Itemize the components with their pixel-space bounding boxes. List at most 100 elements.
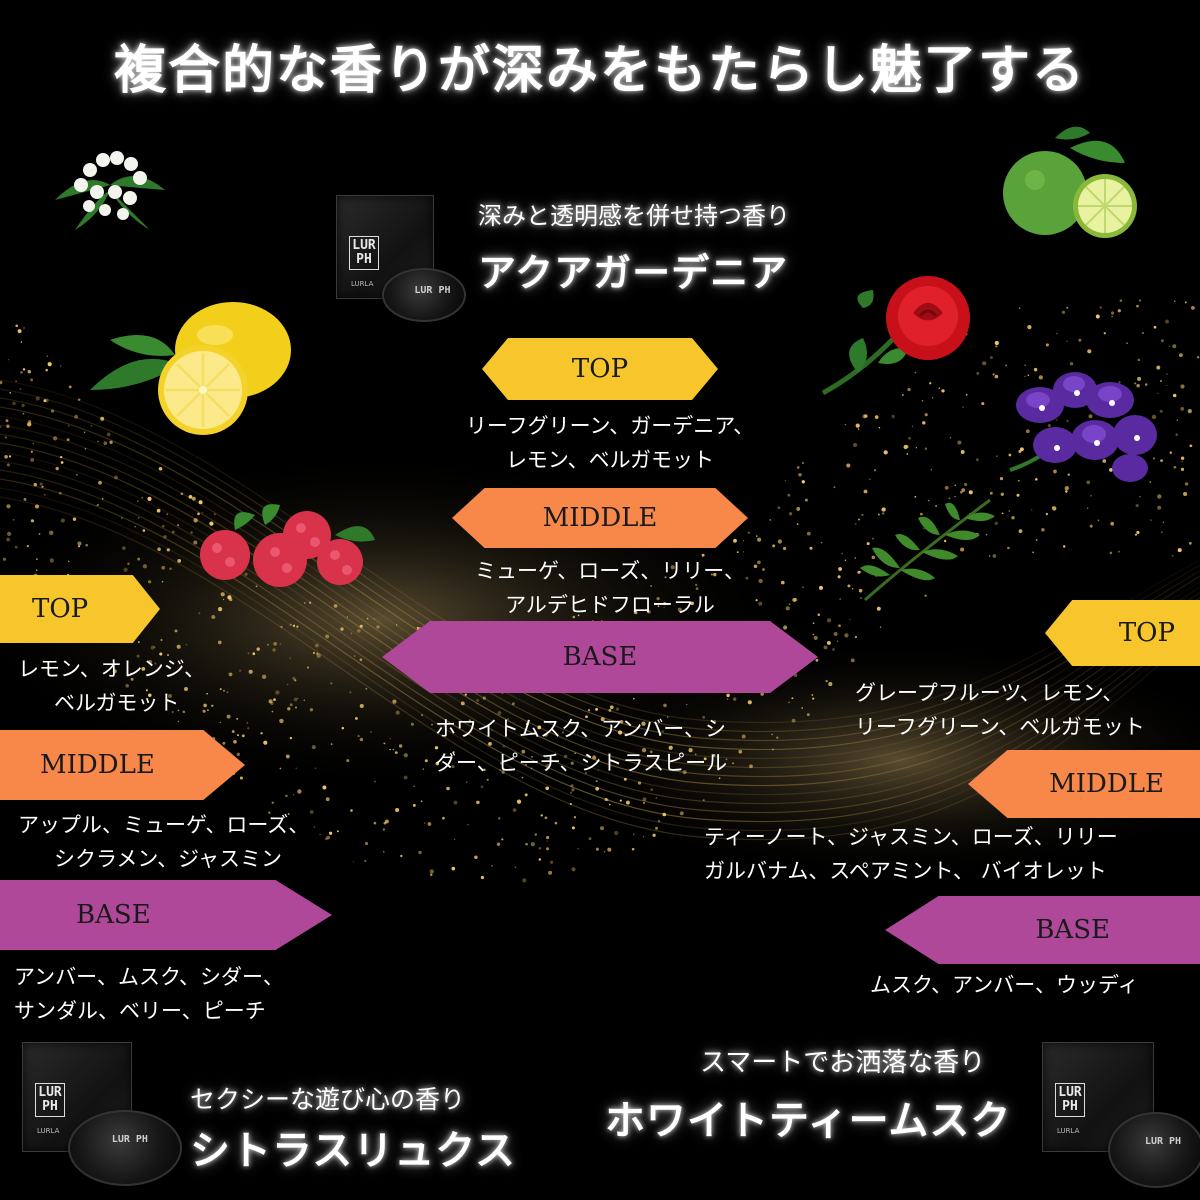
sparkle (20, 371, 23, 374)
sparkle (1099, 306, 1102, 309)
sparkle (1159, 409, 1163, 413)
center-top-note-line: リーフグリーン、ガーデニア、 (465, 414, 755, 438)
sparkle (1151, 414, 1157, 420)
sparkle (1007, 546, 1010, 550)
sparkle (957, 440, 962, 445)
sparkle (806, 713, 810, 717)
sparkle (924, 447, 928, 450)
sparkle (476, 698, 480, 702)
sparkle (357, 735, 360, 738)
sparkle (960, 450, 965, 454)
sparkle (247, 652, 250, 655)
sparkle (451, 765, 455, 769)
sparkle (975, 458, 979, 462)
sparkle (915, 447, 918, 449)
sparkle (145, 689, 148, 692)
sparkle (422, 768, 425, 770)
sparkle (577, 614, 580, 617)
sparkle (268, 699, 273, 704)
sparkle (36, 558, 38, 560)
sparkle (804, 498, 808, 502)
sparkle (159, 652, 163, 656)
sparkle (663, 602, 667, 606)
sparkle (7, 359, 10, 361)
sparkle (476, 800, 480, 805)
sparkle (1142, 332, 1144, 334)
sparkle (792, 597, 797, 602)
sparkle (285, 794, 288, 798)
sparkle (101, 498, 104, 500)
sparkle (161, 565, 166, 570)
sparkle (1150, 519, 1152, 521)
sparkle (609, 705, 614, 710)
left-middle-label: MIDDLE (40, 750, 155, 780)
center-base-note-line: ホワイトムスク、アンバー、シ (435, 717, 727, 741)
sparkle (1180, 456, 1185, 460)
sparkle (874, 415, 879, 419)
sparkle (791, 718, 796, 723)
sparkle (540, 814, 543, 817)
sparkle (992, 373, 995, 376)
sparkle (726, 693, 730, 698)
sparkle (1166, 384, 1168, 387)
sparkle (788, 603, 791, 606)
sparkle (142, 564, 148, 569)
sparkle (289, 657, 292, 659)
sparkle (412, 803, 416, 807)
sparkle (650, 788, 654, 791)
sparkle (702, 715, 706, 719)
sparkle (703, 757, 707, 761)
sparkle (777, 506, 781, 510)
sparkle (147, 496, 152, 501)
sparkle (141, 496, 144, 499)
sparkle (772, 748, 774, 751)
sparkle (395, 807, 400, 813)
sparkle (222, 741, 226, 745)
sparkle (136, 654, 140, 658)
sparkle (632, 833, 635, 836)
sparkle (749, 764, 753, 769)
sparkle (180, 492, 184, 496)
sparkle (309, 810, 314, 814)
sparkle (738, 749, 743, 754)
sparkle (641, 721, 646, 726)
sparkle (226, 714, 231, 719)
wave-line (0, 424, 1200, 769)
box-logo: LUR PH (1055, 1083, 1085, 1117)
sparkle (1111, 311, 1115, 315)
sparkle (597, 769, 599, 772)
sparkle (585, 715, 588, 719)
sparkle (806, 531, 811, 536)
sparkle (877, 513, 880, 516)
left-base-note-line: アンバー、ムスク、シダー、 (14, 965, 284, 989)
sparkle (516, 799, 522, 804)
sparkle (23, 497, 27, 501)
sparkle (341, 726, 345, 730)
sparkle (12, 518, 15, 521)
center-base-tag: BASE (382, 621, 818, 693)
sparkle (148, 580, 152, 584)
sparkle (396, 624, 398, 626)
sparkle (538, 846, 542, 850)
sparkle (169, 567, 172, 570)
sparkle (296, 625, 299, 628)
sparkle (315, 643, 319, 648)
sparkle (382, 850, 385, 853)
box-logo: LUR PH (35, 1083, 65, 1117)
sparkle (982, 361, 987, 366)
sparkle (41, 485, 44, 488)
sparkle (350, 809, 353, 812)
sparkle (570, 761, 574, 765)
sparkle (268, 811, 271, 814)
sparkle (643, 802, 645, 804)
sparkle (812, 633, 815, 636)
sparkle (847, 584, 851, 588)
sparkle (960, 547, 965, 552)
sparkle (306, 666, 310, 669)
sparkle (1045, 512, 1049, 516)
sparkle (127, 562, 130, 566)
tin-logo: LUR PH (111, 1133, 148, 1145)
sparkle (710, 573, 713, 576)
sparkle (836, 640, 839, 642)
